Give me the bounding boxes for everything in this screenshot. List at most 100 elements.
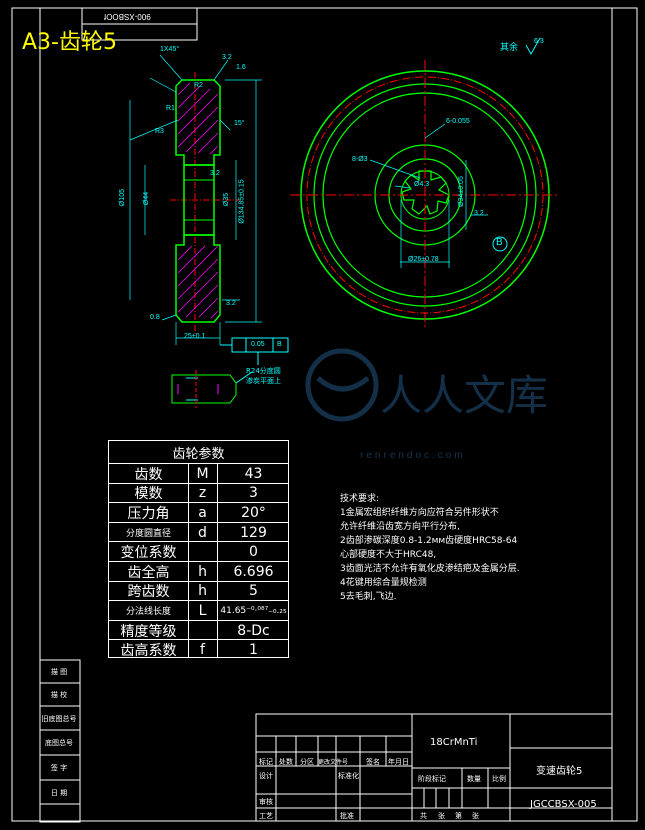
drawing-number: JGCCBSX-005 <box>530 799 597 810</box>
table-row: 精度等级 8-Dc <box>109 619 288 641</box>
sheet-title: A3-齿轮5 <box>22 30 117 55</box>
dim-width: 25±0.1 <box>184 333 206 340</box>
dim-r3: R3 <box>155 128 164 135</box>
dim-ra16: 1.6 <box>236 64 246 71</box>
param-value: 5 <box>249 583 258 600</box>
dim-r08: 0.8 <box>150 314 160 321</box>
table-row: 分法线长度 L 41.65⁻⁰·⁰⁸⁷₋₀.₂₅ <box>109 600 288 621</box>
param-value: 1 <box>249 642 258 659</box>
side-label-old-no: 旧底图总号 <box>41 715 77 723</box>
tb-sheet-unit-2: 张 <box>472 812 479 820</box>
param-name: 齿高系数 <box>120 643 177 660</box>
param-name: 模数 <box>134 486 163 503</box>
req-line: 心部硬度不大于HRC48, <box>340 550 437 560</box>
param-name: 压力角 <box>127 505 170 522</box>
spline-note-2: 渗炭平面上 <box>246 377 281 385</box>
table-row: 齿高系数 f 1 <box>109 639 288 660</box>
side-label-date: 日 期 <box>50 789 68 797</box>
surface-value: 6.3 <box>534 38 544 45</box>
side-label-sign: 签 字 <box>50 764 68 772</box>
spline-note-1: R24分度圆 <box>246 367 281 375</box>
param-value: 129 <box>240 524 267 541</box>
hatch-lower <box>177 245 219 319</box>
param-symbol <box>188 542 217 562</box>
table-header: 齿轮参数 <box>172 446 225 462</box>
dim-d134: Ø134.85±0.15 <box>238 179 246 224</box>
table-row: 模数 z 3 <box>109 482 288 504</box>
part-name: 变速齿轮5 <box>536 766 583 777</box>
param-symbol: z <box>198 485 207 502</box>
param-symbol: d <box>198 524 207 541</box>
section-view <box>129 54 289 408</box>
param-symbol: f <box>200 642 205 659</box>
req-line: 2齿部渗碳深度0.8-1.2мм齿硬度HRC58-64 <box>340 536 518 546</box>
table-row: 分度圆直径 d 129 <box>109 521 288 543</box>
param-symbol: M <box>196 465 209 482</box>
req-line: 4花键用综合量规检测 <box>340 578 427 588</box>
dim-ra32-mid: 3.2 <box>210 170 220 177</box>
param-value: 3 <box>249 485 258 502</box>
tb-header-date: 年月日 <box>388 758 409 766</box>
param-symbol <box>188 621 217 641</box>
side-label-trace: 描 图 <box>50 668 68 676</box>
tolerance-datum: B <box>277 341 282 348</box>
param-value: 6.696 <box>233 563 274 580</box>
tb-process: 工艺 <box>259 812 273 820</box>
dim-angle15: 15° <box>234 120 245 127</box>
param-symbol: L <box>198 602 207 619</box>
binding-strip <box>39 659 81 823</box>
side-label-check: 描 校 <box>50 691 68 699</box>
tb-stage: 阶段标记 <box>418 775 446 783</box>
stamp-text: 900-XSBOOf <box>104 12 151 21</box>
dim-d105: Ø105 <box>119 188 127 207</box>
front-view <box>290 60 560 330</box>
table-row: 齿全高 h 6.696 <box>109 561 288 582</box>
param-value: 8-Dc <box>237 622 270 639</box>
tb-header-change: 更改文件号 <box>318 759 349 766</box>
dim-bore-small: Ø4.3 <box>414 181 430 188</box>
tb-scale: 比例 <box>492 775 506 783</box>
dim-r1: R1 <box>166 105 175 112</box>
hatch-upper <box>177 82 219 155</box>
param-name: 分法线长度 <box>125 607 171 618</box>
dim-r2: R2 <box>194 82 203 89</box>
param-name: 跨齿数 <box>127 584 170 601</box>
dim-d35: Ø35 <box>223 192 231 207</box>
dim-d44: Ø44 <box>143 191 151 206</box>
dim-od: Ø34±0.05 <box>457 176 465 207</box>
watermark-logo <box>305 348 379 422</box>
param-name: 分度圆直径 <box>125 529 171 540</box>
title-block <box>255 713 613 822</box>
tolerance-value: 0.05 <box>251 341 265 348</box>
spline-detail <box>171 370 253 408</box>
side-label-base-no: 底图总号 <box>45 739 73 747</box>
param-name: 齿数 <box>134 466 163 483</box>
req-line: 5去毛刺,飞边. <box>340 592 397 602</box>
watermark-text: 人人文库 <box>380 371 549 420</box>
tb-sheet-total: 共 <box>420 812 427 820</box>
material: 18CrMnTi <box>430 737 478 748</box>
tb-sheet-no: 第 <box>455 812 462 820</box>
param-value: 41.65⁻⁰·⁰⁸⁷₋₀.₂₅ <box>220 605 287 616</box>
param-value: 0 <box>249 544 258 561</box>
param-name: 齿全高 <box>127 564 170 581</box>
param-value: 20° <box>241 504 266 521</box>
param-symbol: h <box>198 563 207 580</box>
dim-key-note: 8-Ø3 <box>352 156 368 163</box>
tech-requirements: 技术要求: 1金属宏组织纤维方向应符合另件形状不允许纤维沿齿宽方向平行分布,2齿… <box>340 492 520 604</box>
req-line: 1金属宏组织纤维方向应符合另件形状不 <box>340 508 499 518</box>
tb-sheet-unit-1: 张 <box>438 812 445 820</box>
tolerance-frame <box>220 337 289 365</box>
dim-key-width: 6-0.055 <box>446 118 470 125</box>
tb-quantity: 数量 <box>467 775 481 783</box>
tb-header-mark: 标记 <box>259 758 273 766</box>
tb-header-count: 处数 <box>279 758 293 766</box>
param-name: 精度等级 <box>120 623 177 640</box>
tb-approve: 批准 <box>340 812 354 820</box>
tb-header-sign: 签名 <box>366 758 380 766</box>
